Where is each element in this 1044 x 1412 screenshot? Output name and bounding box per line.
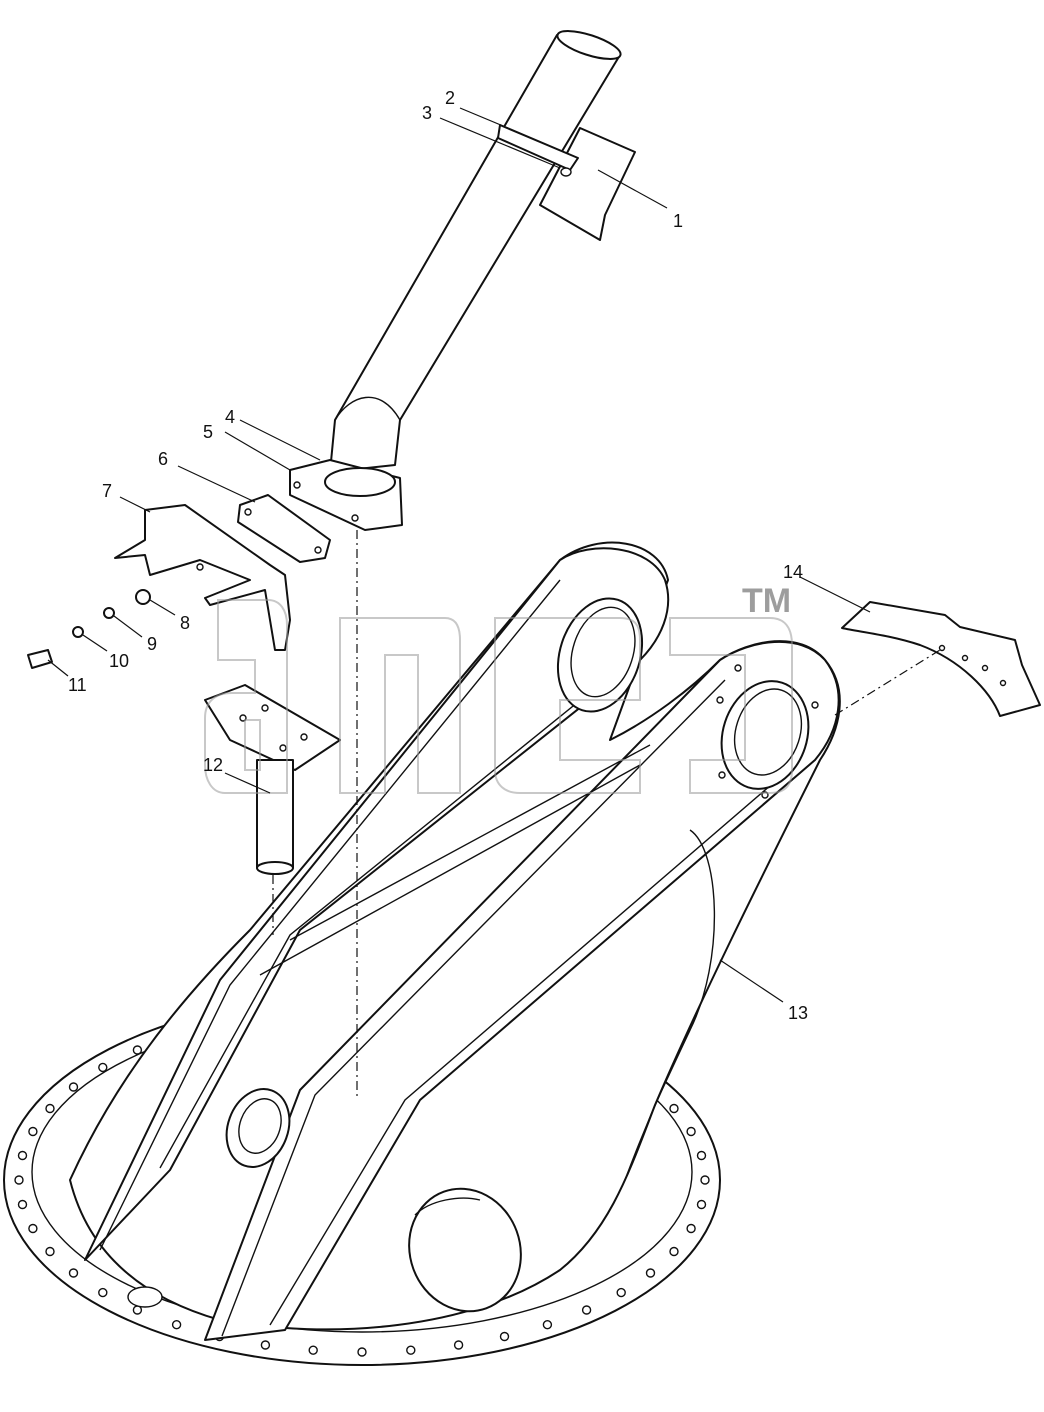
flange-bolt-hole	[696, 1199, 707, 1210]
watermark: TM	[204, 582, 793, 794]
callout-10: 10	[109, 651, 129, 671]
washer-part-9	[103, 607, 115, 619]
flange-bolt-hole	[616, 1287, 626, 1298]
flange-bolt-hole	[17, 1199, 28, 1210]
watermark-trademark: TM	[742, 582, 791, 620]
callout-5: 5	[203, 422, 213, 442]
tube-top-end	[556, 30, 622, 60]
flange-bolt-hole	[260, 1340, 271, 1350]
callout-13: 13	[788, 1003, 808, 1023]
callout-14: 14	[783, 562, 803, 582]
clamp-block-part-4-5	[289, 459, 403, 531]
flange-bolt-hole	[17, 1150, 28, 1161]
flange-bolt-hole	[696, 1150, 707, 1161]
flange-bolt-hole	[68, 1268, 79, 1278]
flange-bolt-hole	[406, 1345, 416, 1355]
plate-part-14	[841, 601, 1041, 717]
flange-bolt-hole	[171, 1319, 182, 1330]
flange-bolt-hole	[669, 1103, 679, 1114]
flange-bolt-hole	[98, 1287, 108, 1298]
callout-1: 1	[673, 211, 683, 231]
flange-bolt-hole	[14, 1175, 24, 1185]
nut-part-8	[135, 589, 151, 605]
pin-part-12	[204, 684, 341, 875]
flange-bolt-hole	[581, 1305, 592, 1315]
upper-left-bore	[556, 597, 644, 713]
leader-lines	[47, 107, 871, 1003]
flange-bolt-hole	[669, 1246, 679, 1257]
flange-bolt-hole	[700, 1175, 710, 1185]
bolt-part-11	[27, 649, 53, 669]
flange-bolt-hole	[357, 1347, 367, 1357]
bracket-part-7	[114, 504, 291, 651]
flange-bolt-hole	[28, 1126, 38, 1137]
flange-bolt-hole	[132, 1045, 143, 1055]
callout-7: 7	[102, 481, 112, 501]
tube-part-1-bracket	[539, 127, 636, 241]
fasteners	[27, 589, 151, 669]
flange-bolt-hole	[686, 1223, 696, 1234]
flange-bolt-hole	[645, 1268, 656, 1278]
callout-3: 3	[422, 103, 432, 123]
right-arm	[204, 641, 840, 1341]
flange-bolt-hole	[453, 1340, 464, 1350]
callout-9: 9	[147, 634, 157, 654]
flange-bolt-hole	[308, 1345, 318, 1355]
flange-bolt-hole	[686, 1126, 696, 1137]
flange-bolt-hole	[68, 1082, 79, 1092]
clamp-bolt-part-3	[560, 167, 572, 177]
washer-part-10	[72, 626, 84, 638]
oval-opening	[408, 1187, 522, 1313]
callout-8: 8	[180, 613, 190, 633]
callout-6: 6	[158, 449, 168, 469]
left-arm	[84, 547, 670, 1261]
tube-body	[329, 34, 621, 473]
flange-bolt-hole	[542, 1319, 553, 1330]
flange-bolt-hole	[28, 1223, 38, 1234]
flange-bolt-hole	[45, 1246, 55, 1257]
flange-small-hole	[127, 1286, 163, 1308]
callout-labels: 1 2 3 4 5 6 7 8 9 10 11 12 13 14	[68, 88, 808, 1023]
tube-assembly	[329, 30, 636, 473]
flange-bolt-hole	[45, 1103, 55, 1114]
flange-bolt-hole	[98, 1062, 108, 1073]
center-line-plate	[834, 649, 941, 716]
callout-12: 12	[203, 755, 223, 775]
base-frame-part-13	[3, 541, 841, 1366]
callout-2: 2	[445, 88, 455, 108]
callout-4: 4	[225, 407, 235, 427]
plate-part-6	[237, 494, 331, 563]
side-bore	[225, 1088, 291, 1168]
flange-bolt-hole	[499, 1331, 510, 1342]
callout-11: 11	[68, 675, 87, 695]
